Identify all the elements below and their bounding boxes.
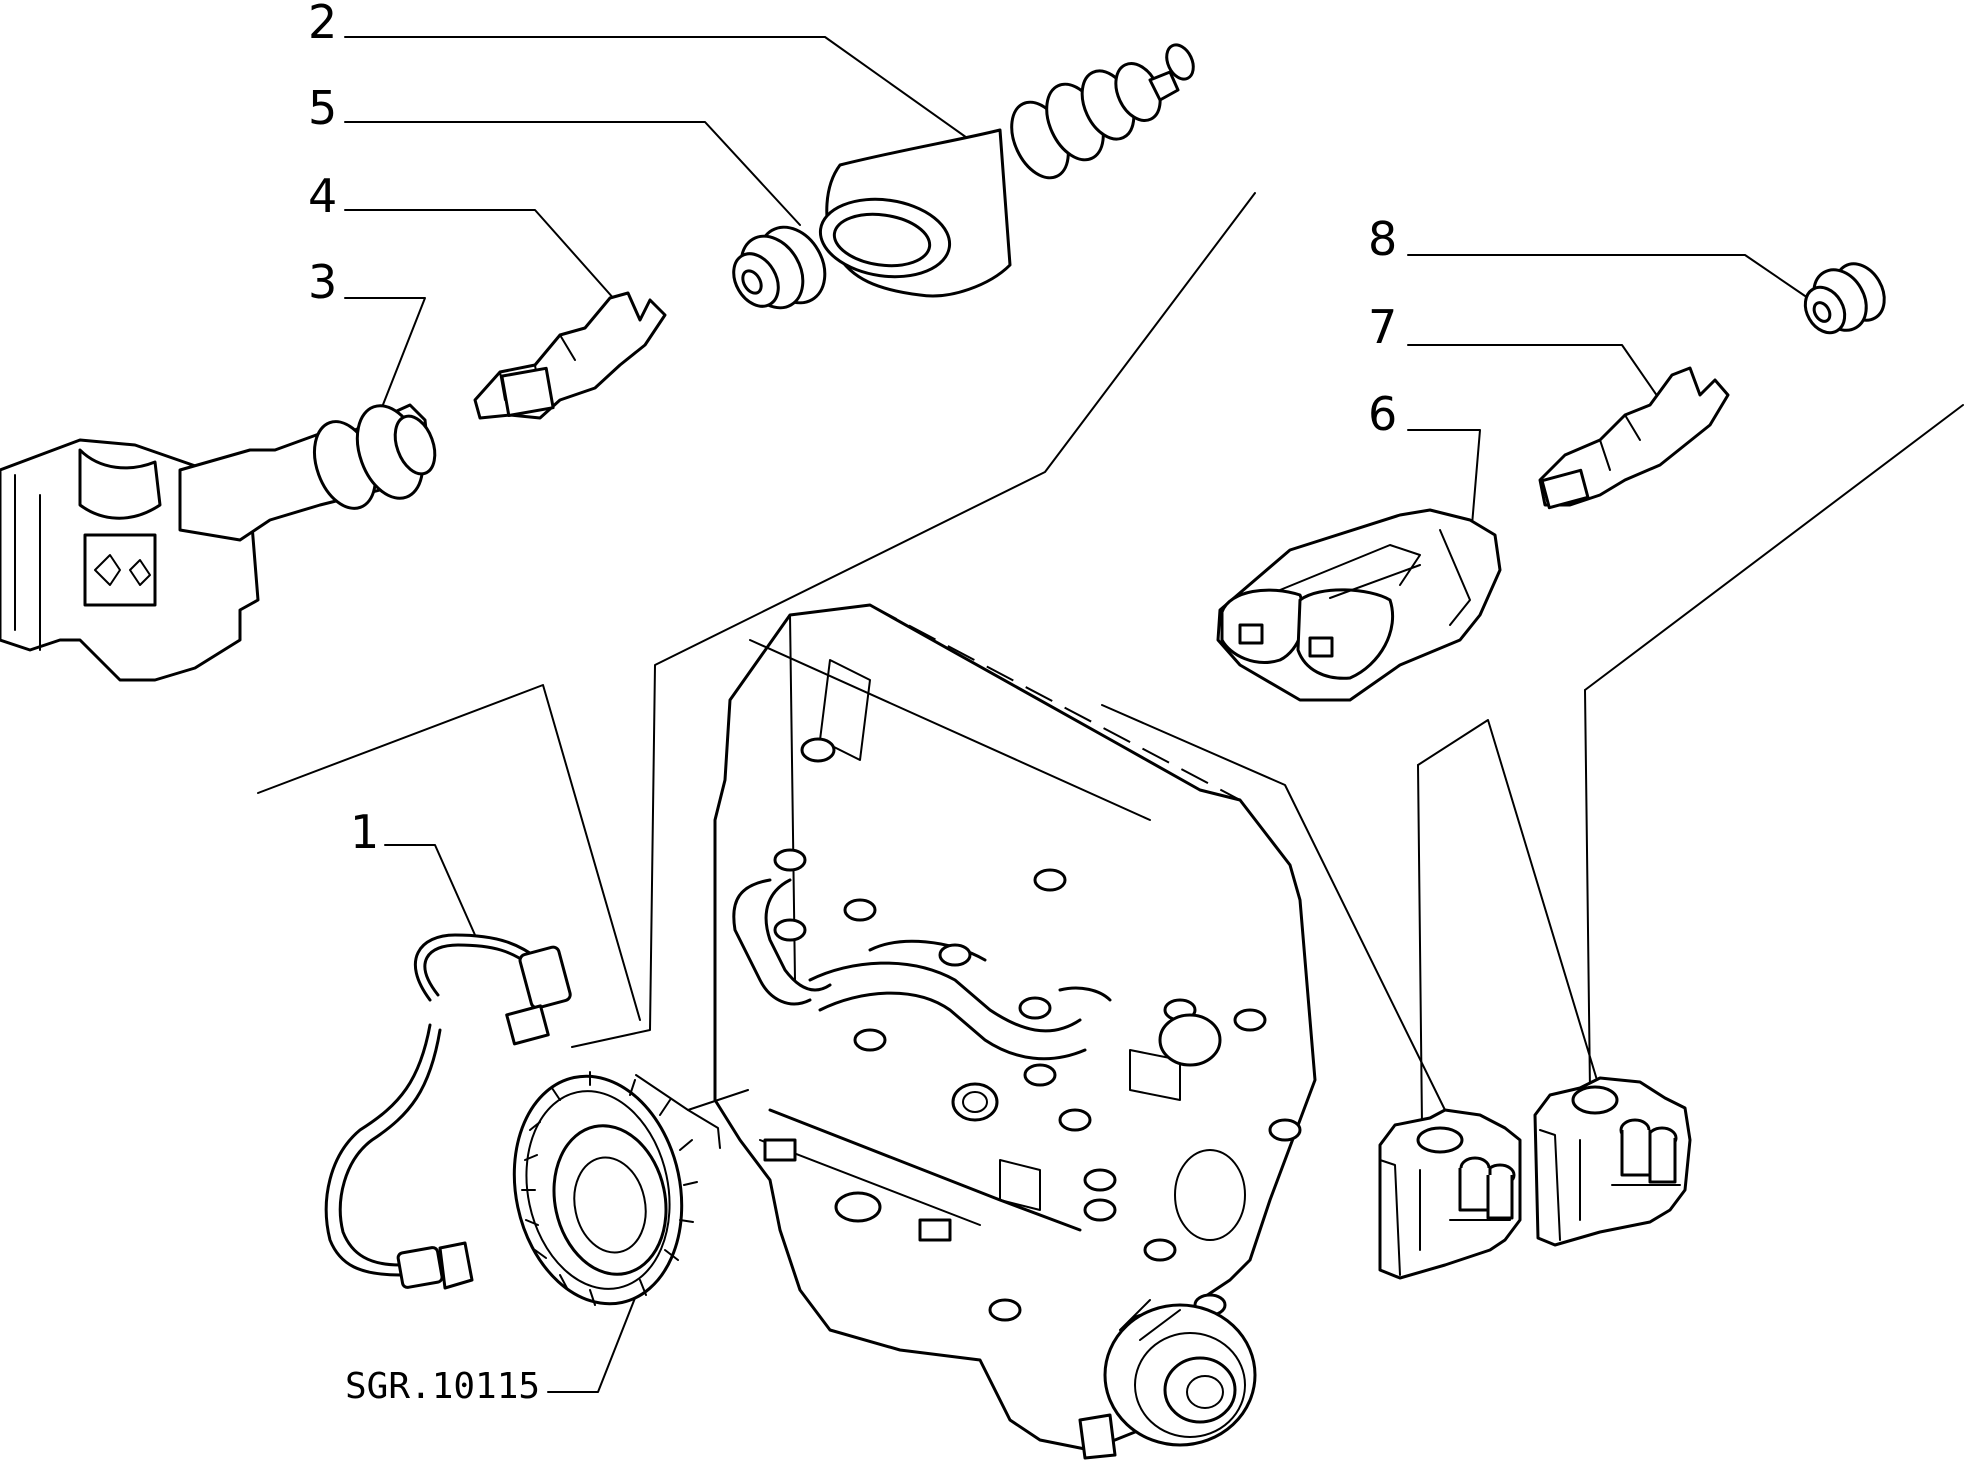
callout-label-5: 5 bbox=[308, 81, 337, 135]
small-grommet-part bbox=[1803, 262, 1886, 335]
reference-code: SGR.10115 bbox=[345, 1366, 540, 1407]
tone-wheel-part bbox=[512, 1071, 698, 1306]
callout-label-7: 7 bbox=[1368, 300, 1397, 354]
terminal-part-4 bbox=[473, 291, 667, 420]
crankshaft-sensor-part bbox=[324, 933, 572, 1290]
leader-lines bbox=[257, 36, 1964, 1393]
callout-label-1: 1 bbox=[350, 805, 379, 859]
rubber-boot-part bbox=[818, 43, 1195, 298]
two-pin-connector-part bbox=[1216, 508, 1502, 702]
callout-label-4: 4 bbox=[308, 169, 337, 223]
injector-connector-part bbox=[0, 403, 437, 682]
ignition-coil-left bbox=[1378, 1108, 1522, 1280]
terminal-part-7 bbox=[1538, 366, 1730, 510]
bolt-group bbox=[773, 848, 1302, 1337]
callout-label-6: 6 bbox=[1368, 387, 1397, 441]
callout-label-3: 3 bbox=[308, 255, 337, 309]
callout-label-2: 2 bbox=[308, 0, 337, 49]
engine-block bbox=[713, 603, 1317, 1460]
grommet-part bbox=[732, 225, 827, 310]
ignition-coil-right bbox=[1533, 1076, 1692, 1247]
callout-label-8: 8 bbox=[1368, 212, 1397, 266]
